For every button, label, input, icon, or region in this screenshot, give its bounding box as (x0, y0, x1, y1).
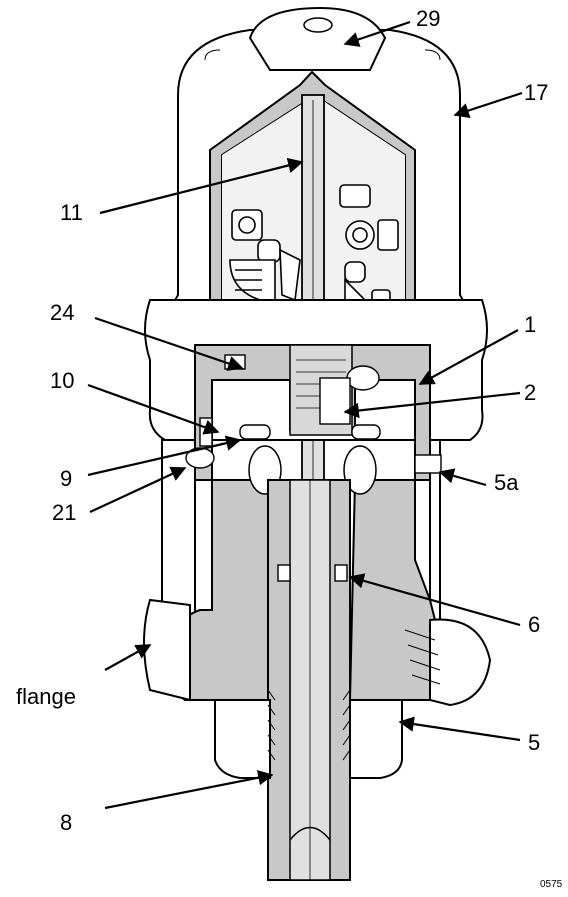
label-5a: 5a (494, 470, 519, 495)
label-1: 1 (524, 312, 537, 337)
label-5: 5 (528, 730, 541, 755)
leader-21 (89, 466, 187, 513)
screw-21 (185, 447, 215, 469)
flange (143, 598, 191, 702)
seal-6-right (334, 564, 348, 582)
label-24: 24 (50, 300, 75, 325)
label-8: 8 (60, 810, 73, 835)
label-9: 9 (60, 466, 73, 491)
label-flange: flange (16, 684, 76, 709)
leader-24 (94, 316, 244, 371)
leader-11 (99, 157, 304, 215)
leader-5 (398, 716, 521, 742)
seal-6-left (277, 564, 291, 582)
nut-2 (319, 377, 351, 425)
leader-17 (453, 91, 523, 118)
leader-10 (87, 383, 220, 435)
label-21: 21 (52, 500, 77, 525)
leader-6 (348, 573, 521, 627)
fitting-5a (414, 454, 442, 474)
leader-8 (104, 770, 274, 810)
figure-id: 0575 (540, 879, 563, 890)
label-2: 2 (524, 380, 537, 405)
leader-5a (438, 468, 487, 487)
label-29: 29 (416, 6, 441, 31)
label-6: 6 (528, 612, 541, 637)
leader-29 (343, 20, 411, 47)
leader-lines (87, 20, 523, 810)
leader-1 (418, 329, 519, 385)
label-10: 10 (50, 368, 75, 393)
label-11: 11 (60, 200, 83, 225)
leader-2 (343, 391, 521, 419)
cap-29 (248, 6, 387, 71)
packing-housing-5 (214, 699, 271, 779)
leader-9 (87, 435, 242, 477)
leader-flange (104, 644, 152, 671)
knob-1 (346, 365, 380, 391)
pin-9 (239, 424, 271, 440)
screw-10 (199, 417, 213, 447)
label-17: 17 (524, 80, 549, 105)
